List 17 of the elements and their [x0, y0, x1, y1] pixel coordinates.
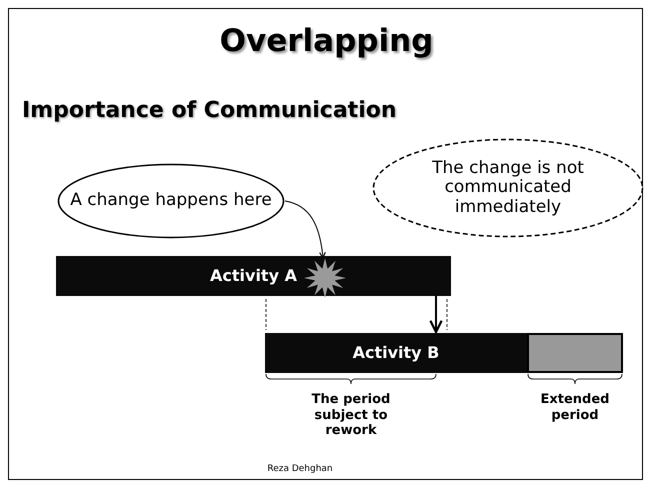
- arrow: [429, 296, 443, 334]
- activity-bar: [265, 333, 527, 373]
- callout-bubble: [57, 163, 285, 239]
- activity-bar: [56, 256, 451, 296]
- bar-label: Activity B: [352, 344, 440, 362]
- subtitle: Importance of Communication: [22, 98, 398, 124]
- slide-title: Overlapping: [218, 22, 434, 61]
- brace-label: Extended period: [540, 392, 610, 424]
- bar-label: Activity A: [210, 266, 297, 286]
- starburst-icon: [303, 257, 347, 299]
- extension-bar: [527, 333, 623, 373]
- brace-label: The period subject to rework: [310, 392, 392, 439]
- callout-text: A change happens here: [69, 191, 273, 211]
- thought-bubble: [372, 138, 644, 238]
- callout-text: The change is not communicated immediately: [431, 158, 585, 218]
- footer-text: Reza Dehghan: [266, 464, 334, 475]
- arrow: [284, 200, 326, 259]
